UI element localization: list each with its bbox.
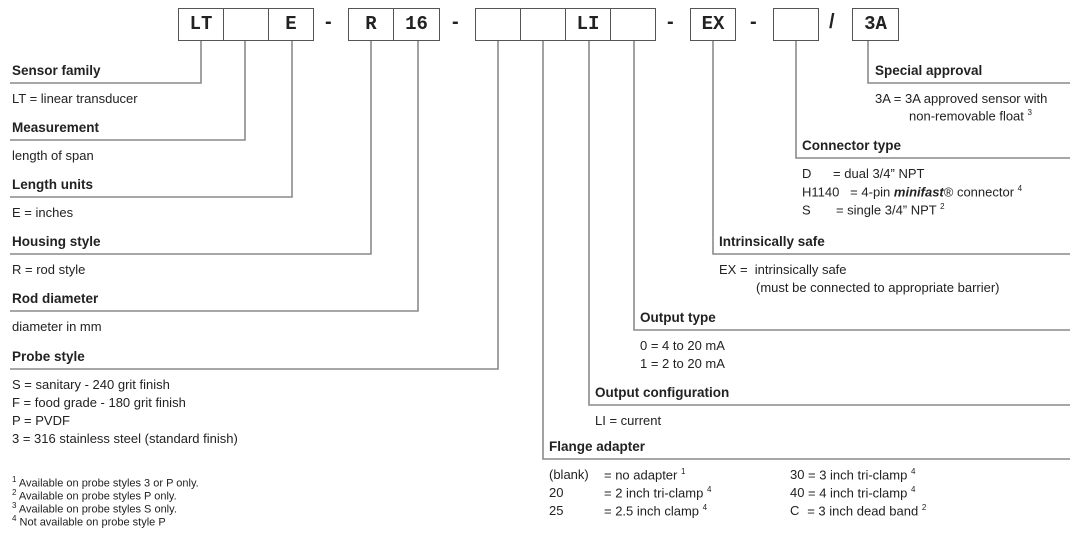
- length-units-text: E = inches: [12, 205, 74, 220]
- flange-desc: = 4 inch tri-clamp 4: [808, 485, 916, 501]
- code-box-sensor-family: LT: [178, 8, 224, 41]
- intrinsically-safe-line: EX = intrinsically safe: [719, 262, 847, 277]
- flange-desc: = no adapter 1: [604, 467, 686, 483]
- footnote: 2 Available on probe styles P only.: [12, 488, 177, 503]
- code-box-flange-adapter: [520, 8, 566, 41]
- output-type-line: 0 = 4 to 20 mA: [640, 338, 725, 353]
- separator: -: [750, 11, 757, 33]
- output-type-line: 1 = 2 to 20 mA: [640, 356, 725, 371]
- code-box-housing-style: R: [348, 8, 394, 41]
- intrinsically-safe-line: (must be connected to appropriate barrie…: [756, 280, 1000, 295]
- separator: /: [829, 11, 835, 33]
- code-box-probe-style: [475, 8, 521, 41]
- code-box-special-approval: 3A: [852, 8, 899, 41]
- footnote: 4 Not available on probe style P: [12, 514, 166, 529]
- connector-type-line: D = dual 3/4” NPT: [802, 166, 925, 181]
- sensor-family-title: Sensor family: [12, 63, 101, 78]
- probe-style-line: F = food grade - 180 grit finish: [12, 395, 186, 410]
- output-configuration-text: LI = current: [595, 413, 662, 428]
- special-approval-text: non-removable float 3: [909, 108, 1032, 124]
- code-box-intrinsically-safe: EX: [690, 8, 736, 41]
- length-units-title: Length units: [12, 177, 93, 192]
- flange-desc: = 2 inch tri-clamp 4: [604, 485, 712, 501]
- intrinsically-safe-title: Intrinsically safe: [719, 234, 825, 249]
- code-box-measurement: [223, 8, 269, 41]
- connector-type-title: Connector type: [802, 138, 902, 153]
- footnote: 3 Available on probe styles S only.: [12, 501, 177, 516]
- connector-type-line: S = single 3/4” NPT 2: [802, 202, 945, 218]
- code-box-length-units: E: [268, 8, 314, 41]
- housing-style-title: Housing style: [12, 234, 101, 249]
- footnote: 1 Available on probe styles 3 or P only.: [12, 475, 199, 490]
- special-approval-text: 3A = 3A approved sensor with: [875, 91, 1048, 106]
- connector-type-line: H1140 = 4-pin minifast® connector 4: [802, 184, 1023, 200]
- probe-style-line: P = PVDF: [12, 413, 70, 428]
- sensor-family-text: LT = linear transducer: [12, 91, 138, 106]
- probe-style-title: Probe style: [12, 349, 85, 364]
- flange-code: 20: [549, 485, 564, 500]
- measurement-text: length of span: [12, 148, 94, 163]
- rod-diameter-title: Rod diameter: [12, 291, 99, 306]
- flange-code: 40: [790, 485, 805, 500]
- separator: -: [667, 11, 674, 33]
- flange-adapter-title: Flange adapter: [549, 439, 646, 454]
- code-box-rod-diameter: 16: [393, 8, 440, 41]
- code-box-connector-type: [773, 8, 819, 41]
- flange-code: (blank): [549, 467, 589, 482]
- flange-desc: = 3 inch tri-clamp 4: [808, 467, 916, 483]
- code-box-output-config: LI: [565, 8, 611, 41]
- housing-style-text: R = rod style: [12, 262, 86, 277]
- flange-code: 25: [549, 503, 564, 518]
- flange-code: C: [790, 503, 800, 518]
- separator: -: [452, 11, 459, 33]
- rod-diameter-text: diameter in mm: [12, 319, 102, 334]
- flange-desc: = 2.5 inch clamp 4: [604, 503, 708, 519]
- separator: -: [325, 11, 332, 33]
- special-approval-title: Special approval: [875, 63, 983, 78]
- probe-style-line: S = sanitary - 240 grit finish: [12, 377, 170, 392]
- code-box-output-type: [610, 8, 656, 41]
- measurement-title: Measurement: [12, 120, 100, 135]
- output-type-title: Output type: [640, 310, 716, 325]
- flange-code: 30: [790, 467, 805, 482]
- output-configuration-title: Output configuration: [595, 385, 730, 400]
- flange-desc: = 3 inch dead band 2: [800, 503, 927, 519]
- probe-style-line: 3 = 316 stainless steel (standard finish…: [12, 431, 238, 446]
